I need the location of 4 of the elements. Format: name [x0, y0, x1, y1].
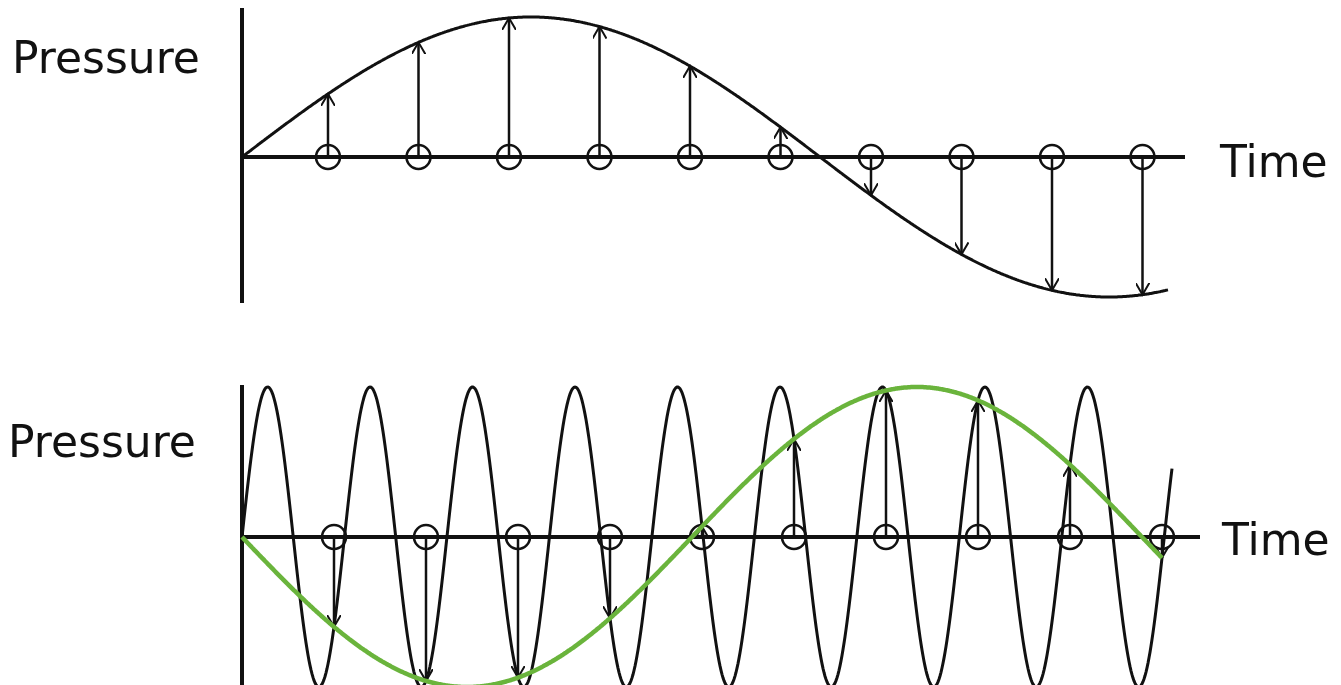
axis-label: Time: [1220, 140, 1328, 184]
axis-label: Time: [1222, 518, 1330, 562]
axis-label: Pressure: [8, 420, 196, 464]
axis-label: Pressure: [12, 36, 200, 80]
